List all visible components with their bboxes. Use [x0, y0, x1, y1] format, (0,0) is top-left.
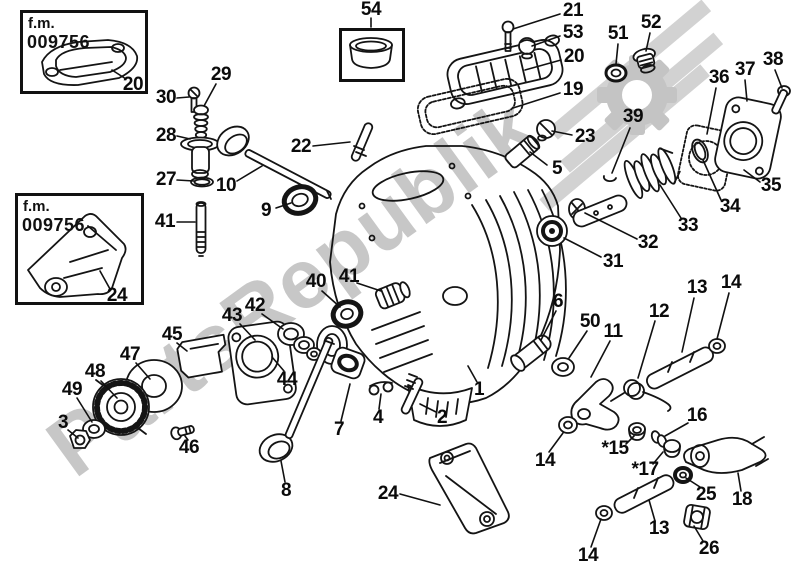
callout-22: 22	[290, 136, 312, 157]
inset2-code-label: 009756	[22, 215, 86, 235]
callout-49: 49	[61, 379, 83, 400]
callout-53: 53	[562, 22, 584, 43]
inset2-fm-label: f.m.	[23, 198, 50, 215]
callout-33: 33	[677, 215, 699, 236]
callout-54: 54	[360, 0, 382, 20]
callout-47: 47	[119, 344, 141, 365]
part-54-box	[339, 28, 405, 82]
callout-38: 38	[762, 49, 784, 70]
callout-15: *15	[601, 438, 629, 459]
callout-13: 13	[648, 518, 670, 539]
callout-18: 18	[731, 489, 753, 510]
callout-12: 12	[648, 301, 670, 322]
callout-17: *17	[631, 459, 659, 480]
callout-48: 48	[84, 361, 106, 382]
callout-43: 43	[221, 305, 243, 326]
callout-10: 10	[215, 175, 237, 196]
inset1-fm-label: f.m.	[28, 15, 55, 32]
callout-6: 6	[552, 291, 564, 312]
callout-31: 31	[602, 251, 624, 272]
callout-41: 41	[338, 266, 360, 287]
callout-36: 36	[708, 67, 730, 88]
callout-25: 25	[695, 484, 717, 505]
callout-14: 14	[577, 545, 599, 566]
callout-4: 4	[372, 407, 384, 428]
inset1-code-label: 009756	[27, 32, 91, 52]
callout-3: 3	[57, 412, 69, 433]
callout-27: 27	[155, 169, 177, 190]
callout-23: 23	[574, 126, 596, 147]
callout-24: 24	[106, 285, 128, 306]
callout-50: 50	[579, 311, 601, 332]
callout-45: 45	[161, 324, 183, 345]
callout-39: 39	[622, 106, 644, 127]
callout-28: 28	[155, 125, 177, 146]
callout-32: 32	[637, 232, 659, 253]
callout-5: 5	[551, 158, 563, 179]
callout-8: 8	[280, 480, 292, 501]
callout-41: 41	[154, 211, 176, 232]
callout-7: 7	[333, 419, 345, 440]
callout-11: 11	[603, 321, 623, 342]
callout-13: 13	[686, 277, 708, 298]
callout-1: 1	[473, 379, 485, 400]
callout-35: 35	[760, 175, 782, 196]
callout-20: 20	[122, 74, 144, 95]
callout-16: 16	[686, 405, 708, 426]
callout-29: 29	[210, 64, 232, 85]
inset-box-1: f.m. 009756	[20, 10, 148, 94]
callout-42: 42	[244, 295, 266, 316]
callout-19: 19	[562, 79, 584, 100]
callout-40: 40	[305, 271, 327, 292]
callout-20: 20	[563, 46, 585, 67]
callout-21: 21	[562, 0, 584, 21]
callout-51: 51	[607, 23, 629, 44]
callout-24: 24	[377, 483, 399, 504]
callout-34: 34	[719, 196, 741, 217]
callout-2: 2	[436, 407, 448, 428]
callout-9: 9	[260, 200, 272, 221]
callout-26: 26	[698, 538, 720, 559]
callout-14: 14	[720, 272, 742, 293]
callout-37: 37	[734, 59, 756, 80]
callout-30: 30	[155, 87, 177, 108]
callout-46: 46	[178, 437, 200, 458]
callout-14: 14	[534, 450, 556, 471]
callout-44: 44	[276, 369, 298, 390]
callout-52: 52	[640, 12, 662, 33]
inset-box-2: f.m. 009756	[15, 193, 144, 305]
